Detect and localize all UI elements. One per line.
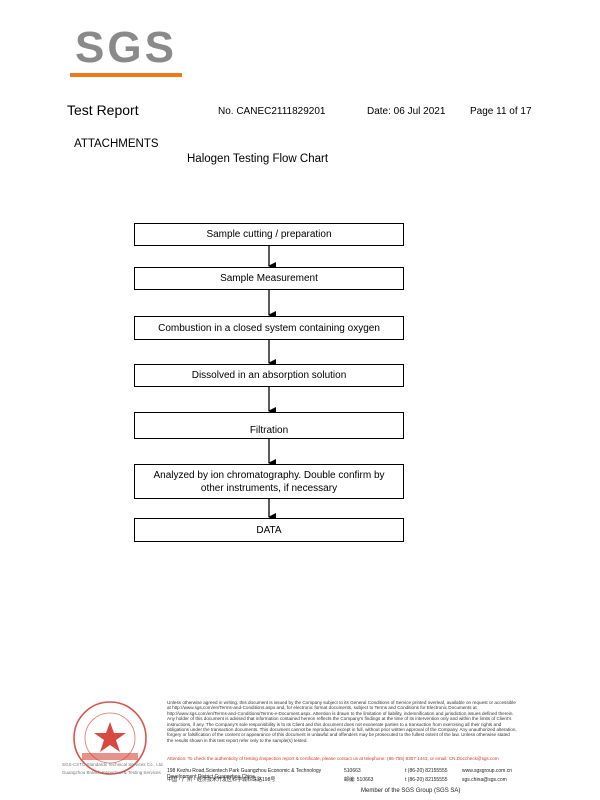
flow-step-combustion: Combustion in a closed system containing… [134,316,404,340]
sgs-logo-underline [70,73,182,77]
authenticity-notice: Attention: To check the authenticity of … [167,756,499,761]
section-heading: ATTACHMENTS [74,138,159,150]
sgs-group-membership: Member of the SGS Group (SGS SA) [361,788,461,794]
telephone-1: t (86-20) 82155555 [405,768,448,774]
flow-step-data: DATA [134,518,404,542]
page-number: Page 11 of 17 [470,106,532,117]
report-date: Date: 06 Jul 2021 [367,106,446,117]
flow-step-sample-cutting: Sample cutting / preparation [134,223,404,246]
sgs-logo-text: SGS [75,23,177,72]
svg-text:Guangzhou Branch Inspection &: Guangzhou Branch Inspection & Testing Se… [62,770,161,775]
flow-step-filtration: Filtration [134,412,404,439]
legal-disclaimer: Unless otherwise agreed in writing, this… [167,700,517,743]
report-number: No. CANEC2111829201 [218,106,326,117]
postcode-2: 邮编: 510663 [344,777,374,783]
email-address[interactable]: sgs.china@sgs.com [462,777,507,783]
postcode-1: 510663 [344,768,361,774]
flowchart-title: Halogen Testing Flow Chart [187,153,329,165]
report-title: Test Report [67,102,139,118]
flow-step-ion-chromatography: Analyzed by ion chromatography. Double c… [134,464,404,499]
company-seal-stamp: SGS-CSTC Standards Technical Services Co… [62,701,164,775]
address-chinese: 中国・广州・经济技术开发区科学城科珠路198号 [167,777,276,783]
address-english: 198 Kezhu Road,Scientech Park Guangzhou … [167,768,322,780]
flow-step-sample-measurement: Sample Measurement [134,267,404,290]
sgs-logo [68,24,184,76]
website[interactable]: www.sgsgroup.com.cn [462,768,513,774]
svg-text:SGS-CSTC Standards Technical S: SGS-CSTC Standards Technical Services Co… [62,762,164,767]
telephone-2: t (86-20) 82155555 [405,777,448,783]
flow-step-dissolved: Dissolved in an absorption solution [134,364,404,387]
